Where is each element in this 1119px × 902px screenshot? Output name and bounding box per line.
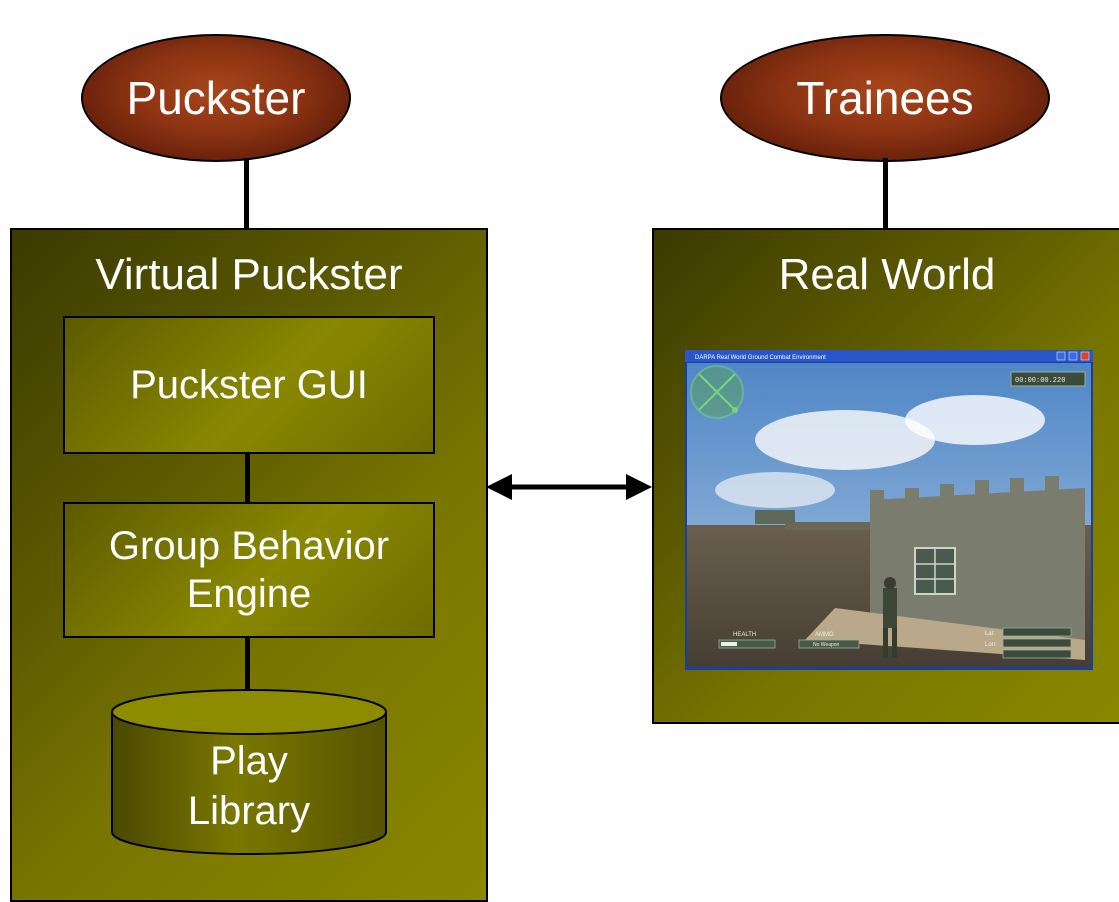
- trainees-connector: [883, 158, 888, 230]
- arrow-head-left: [486, 474, 512, 500]
- game-screenshot: DARPA Real World Ground Combat Environme…: [685, 350, 1093, 670]
- engine-label-line2: Engine: [186, 572, 312, 616]
- library-label-line2: Library: [188, 789, 310, 833]
- trainees-actor: Trainees: [720, 34, 1050, 162]
- real-world-title: Real World: [778, 250, 996, 299]
- trainees-label: Trainees: [796, 72, 974, 124]
- health-label: HEALTH: [733, 632, 756, 638]
- health-bar: [718, 639, 776, 649]
- puckster-connector: [244, 158, 249, 230]
- lon-label: Lon:: [985, 642, 997, 648]
- arrow-head-right: [626, 474, 652, 500]
- ammo-label: AMMO: [815, 632, 834, 638]
- puckster-gui-label: Puckster GUI: [130, 363, 368, 407]
- soldier: [883, 588, 897, 628]
- ammo-value: No Weapon: [813, 642, 840, 648]
- puckster-label: Puckster: [126, 72, 306, 124]
- engine-label-line1: Group Behavior: [108, 524, 390, 568]
- bidirectional-arrow: [486, 474, 652, 500]
- virtual-puckster-title: Virtual Puckster: [95, 250, 403, 299]
- close-icon: [1080, 351, 1090, 361]
- engine-library-connector: [245, 636, 250, 692]
- gui-engine-connector: [245, 452, 250, 502]
- game-window-title: DARPA Real World Ground Combat Environme…: [695, 355, 826, 361]
- library-label-line1: Play: [210, 739, 288, 783]
- game-timer: 00:00:00.220: [1015, 377, 1065, 385]
- play-library-cylinder: Play Library: [111, 689, 387, 855]
- puckster-actor: Puckster: [81, 34, 351, 162]
- puckster-gui-box: Puckster GUI: [63, 316, 435, 454]
- lat-label: Lat:: [985, 631, 995, 637]
- group-behavior-engine-box: Group Behavior Engine: [63, 502, 435, 638]
